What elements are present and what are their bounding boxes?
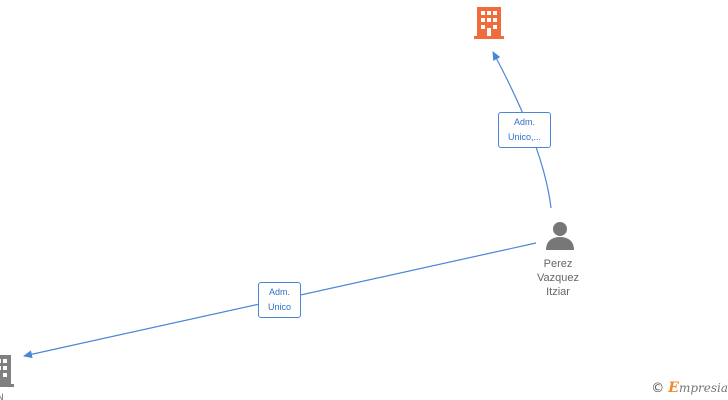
building-icon [0,355,14,387]
edge-label-line: Adm. [513,117,535,127]
edge-label-top[interactable]: Adm. Unico,... [498,112,551,148]
person-name-line: Perez [543,258,573,270]
brand-initial: E [668,380,679,396]
copyright-symbol: © [651,381,665,396]
company-name-bottom: N [0,392,4,400]
brand-watermark: ©Empresia [651,380,728,396]
person-name-line: Itziar [546,286,570,298]
edge-label-bottom[interactable]: Adm. Unico [258,282,301,318]
building-icon [474,7,504,39]
company-node-top[interactable] [472,4,506,40]
person-name-line: Vazquez [537,272,579,284]
person-icon [546,222,574,250]
company-node-bottom[interactable] [0,352,14,388]
edge-label-line: Unico,... [507,132,541,142]
person-node[interactable] [544,220,576,252]
brand-name: mpresia [678,381,728,395]
person-name: Perez Vazquez Itziar [518,257,598,299]
edge-label-line: Adm. [268,287,290,297]
edge-label-line: Unico [267,302,291,312]
